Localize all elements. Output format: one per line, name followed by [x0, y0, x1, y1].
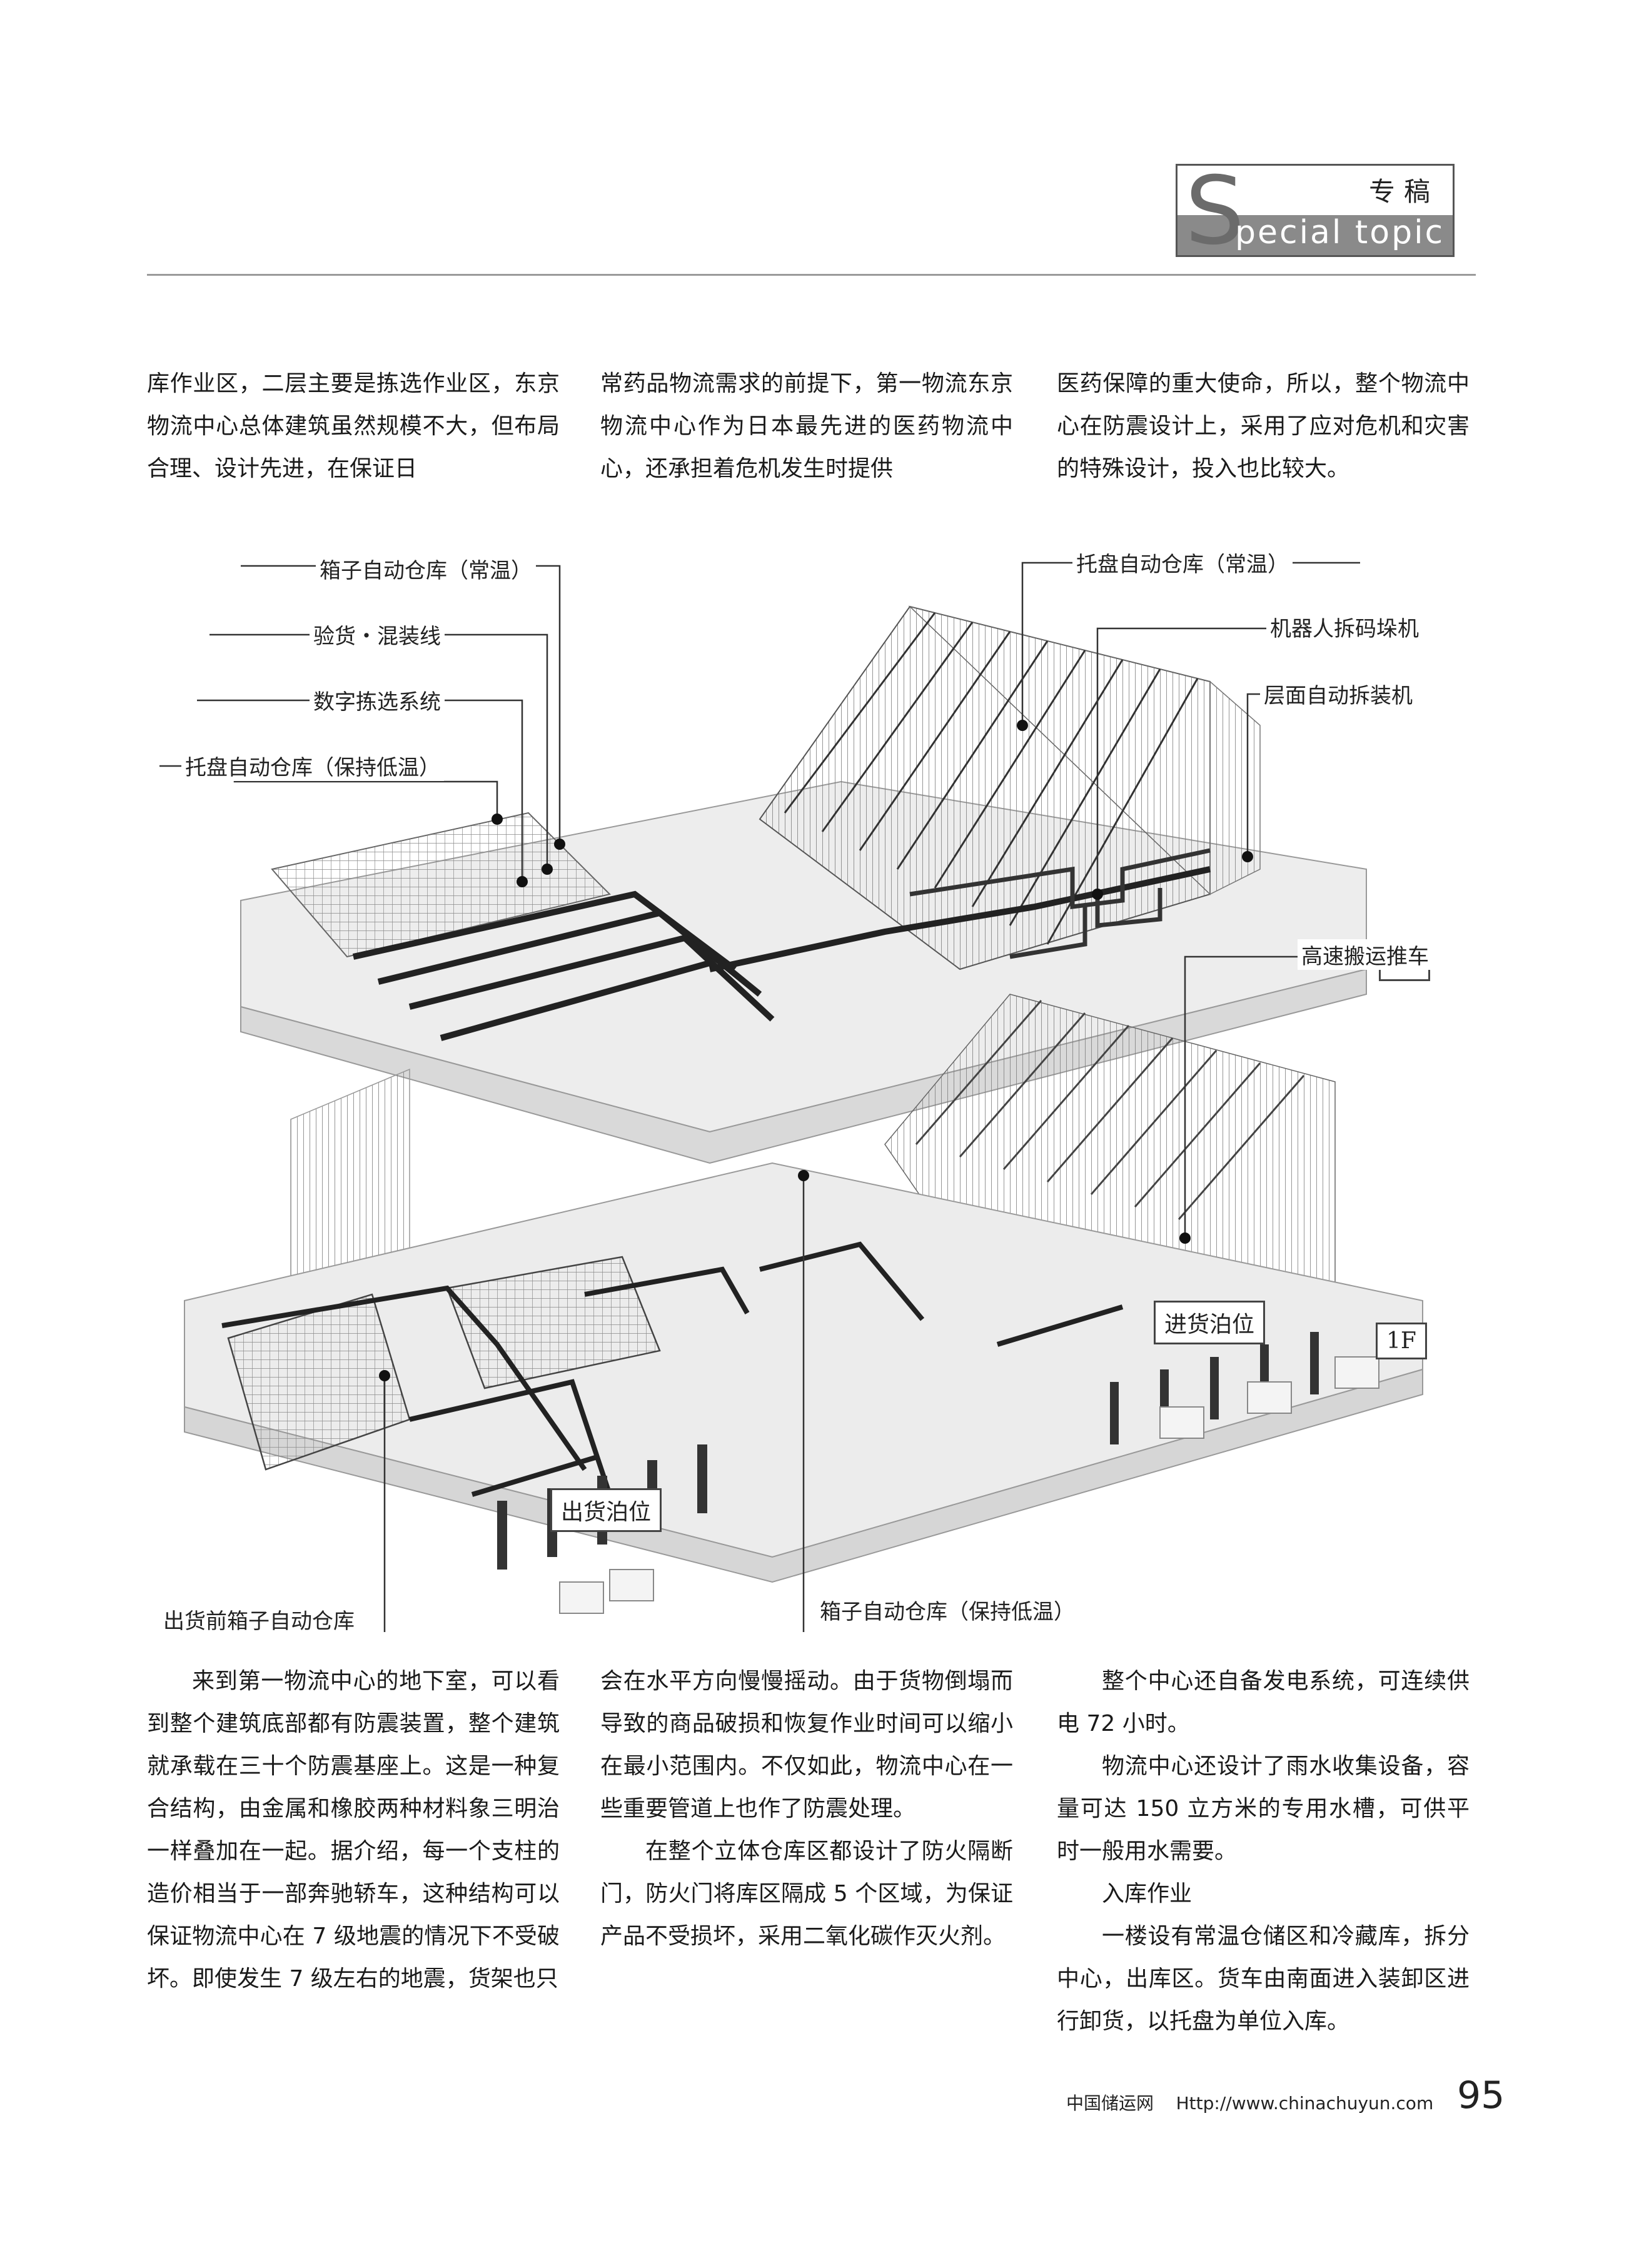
bottom-column-3: 整个中心还自备发电系统，可连续供电 72 小时。 物流中心还设计了雨水收集设备，…: [1057, 1660, 1470, 2043]
floor-2f-edge: [240, 968, 1367, 1164]
section-title-en: pecial topic: [1235, 214, 1445, 251]
subheading: 入库作业: [1102, 1881, 1193, 1907]
footer: 中国储运网 Http://www.chinachuyun.com: [1066, 2090, 1433, 2115]
paragraph: 在整个立体仓库区都设计了防火隔断门，防火门将库区隔成 5 个区域，为保证产品不受…: [600, 1838, 1013, 1949]
isometric-drawing: [159, 562, 1423, 1632]
label-robot-palletizer: 机器人拆码垛机: [1266, 612, 1423, 642]
paragraph: 会在水平方向慢慢摇动。由于货物倒塌而导致的商品破损和恢复作业时间可以缩小在最小范…: [600, 1668, 1013, 1822]
paragraph: 物流中心还设计了雨水收集设备，容量可达 150 立方米的专用水槽，可供平时一般用…: [1057, 1753, 1470, 1864]
label-box-rack-normal: 箱子自动仓库（常温）: [316, 553, 536, 584]
bottom-column-2: 会在水平方向慢慢摇动。由于货物倒塌而导致的商品破损和恢复作业时间可以缩小在最小范…: [600, 1660, 1013, 1958]
logistics-center-figure: 箱子自动仓库（常温） 验货・混装线 数字拣选系统 托盘自动仓库（保持低温） 托盘…: [147, 519, 1479, 1635]
paragraph: 医药保障的重大使命，所以，整个物流中心在防震设计上，采用了应对危机和灾害的特殊设…: [1057, 371, 1470, 481]
floor-1f-edge: [184, 1368, 1423, 1583]
paragraph: 一楼设有常温仓储区和冷藏库，拆分中心，出库区。货车由南面进入装卸区进行卸货，以托…: [1057, 1923, 1470, 2034]
top-column-3: 医药保障的重大使命，所以，整个物流中心在防震设计上，采用了应对危机和灾害的特殊设…: [1057, 363, 1470, 490]
label-receiving-dock: 进货泊位: [1154, 1301, 1266, 1344]
label-digital-picking: 数字拣选系统: [310, 685, 445, 715]
paragraph: 库作业区，二层主要是拣选作业区，东京物流中心总体建筑虽然规模不大，但布局合理、设…: [147, 371, 560, 481]
page-number: 95: [1457, 2074, 1505, 2117]
leader-lines: [159, 562, 1360, 1632]
picking-lanes: [352, 866, 1211, 1041]
conveyors-1f: [221, 1241, 1124, 1497]
label-layer-depalletizer: 层面自动拆装机: [1260, 678, 1416, 709]
bottom-column-1: 来到第一物流中心的地下室，可以看到整个建筑底部都有防震装置，整个建筑就承载在三十…: [147, 1660, 560, 2000]
section-title-cn: 专稿: [1368, 176, 1439, 207]
label-high-speed-cart: 高速搬运推车: [1298, 939, 1433, 970]
label-inspection-line: 验货・混装线: [310, 619, 445, 650]
paragraph: 来到第一物流中心的地下室，可以看到整个建筑底部都有防震装置，整个建筑就承载在三十…: [147, 1668, 560, 1992]
conveyors-2f: [909, 848, 1211, 959]
pallet-rack-cold: [271, 812, 611, 958]
top-column-2: 常药品物流需求的前提下，第一物流东京物流中心作为日本最先进的医药物流中心，还承担…: [600, 363, 1013, 490]
section-band: [1178, 215, 1453, 255]
paragraph: 整个中心还自备发电系统，可连续供电 72 小时。: [1057, 1668, 1470, 1736]
label-pallet-rack-normal: 托盘自动仓库（常温）: [1072, 547, 1293, 578]
section-badge: 专稿 S pecial topic: [1176, 164, 1455, 257]
label-floor-1f: 1F: [1376, 1323, 1427, 1359]
label-pallet-rack-cold: 托盘自动仓库（保持低温）: [181, 750, 444, 781]
footer-url[interactable]: Http://www.chinachuyun.com: [1176, 2093, 1434, 2114]
footer-site-name: 中国储运网: [1066, 2093, 1154, 2114]
trucks: [559, 1356, 1379, 1614]
leader-dots: [379, 720, 1253, 1381]
label-shipping-dock: 出货泊位: [550, 1488, 662, 1532]
label-box-rack-cold: 箱子自动仓库（保持低温）: [816, 1595, 1079, 1625]
top-column-1: 库作业区，二层主要是拣选作业区，东京物流中心总体建筑虽然规模不大，但布局合理、设…: [147, 363, 560, 490]
section-initial: S: [1185, 164, 1245, 257]
paragraph: 常药品物流需求的前提下，第一物流东京物流中心作为日本最先进的医药物流中心，还承担…: [600, 371, 1013, 481]
header-rule: [147, 274, 1476, 276]
label-pre-ship-box-rack: 出货前箱子自动仓库: [159, 1604, 358, 1635]
